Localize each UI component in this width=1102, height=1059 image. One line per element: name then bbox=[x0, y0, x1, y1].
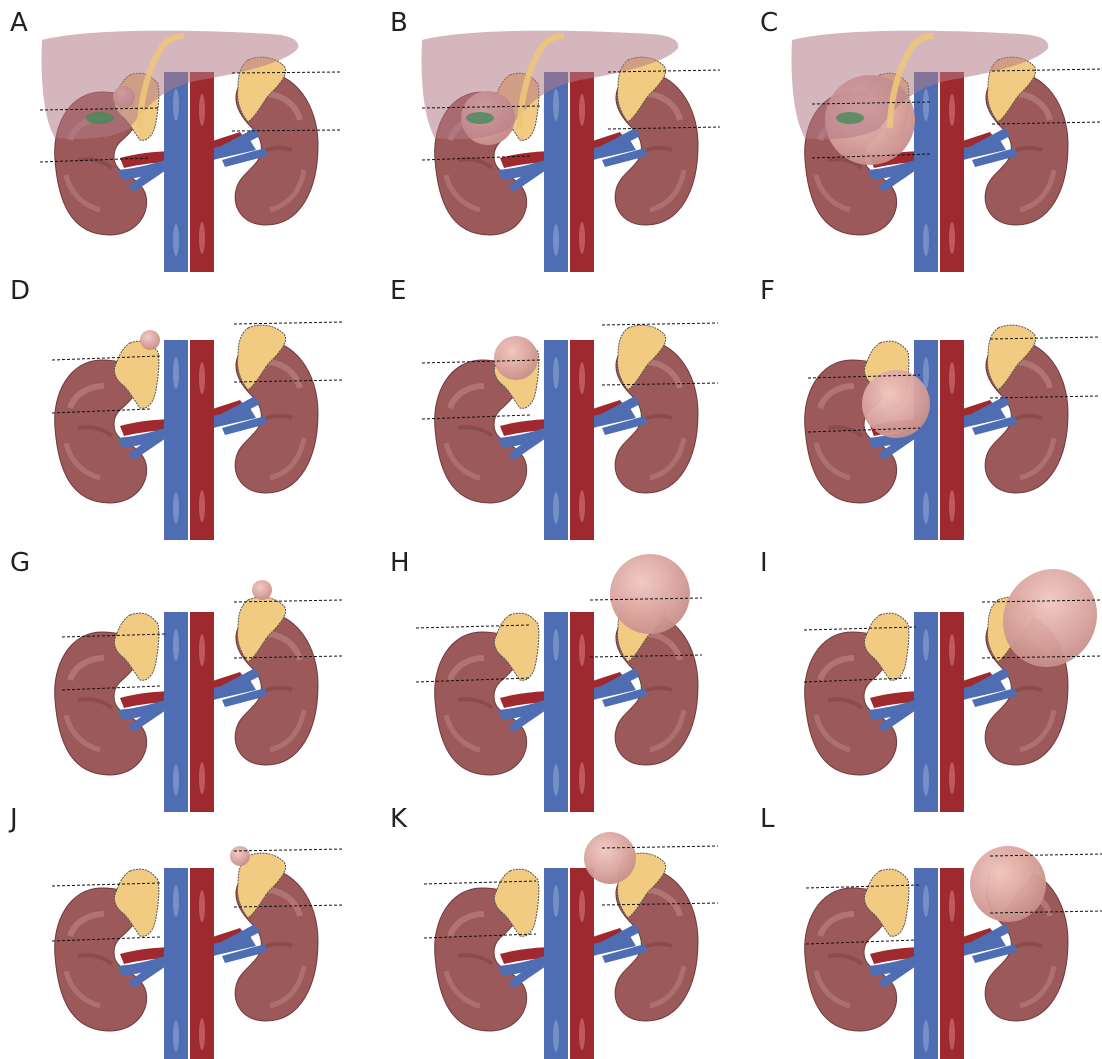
kidneys-vessels-adrenals bbox=[805, 325, 1068, 540]
kidneys-vessels-adrenals bbox=[55, 325, 318, 540]
panel-i: I bbox=[750, 540, 1102, 803]
kidneys-vessels-adrenals bbox=[435, 853, 698, 1059]
adrenal-tumor bbox=[140, 330, 160, 350]
panel-c: C bbox=[750, 0, 1102, 263]
anatomy-diagram bbox=[0, 0, 367, 263]
anatomy-diagram bbox=[750, 796, 1102, 1059]
panel-f: F bbox=[750, 268, 1102, 531]
adrenal-tumor bbox=[584, 832, 636, 884]
panel-g: G bbox=[0, 540, 367, 803]
adrenal-tumor bbox=[252, 580, 272, 600]
panel-d: D bbox=[0, 268, 367, 531]
anatomy-diagram bbox=[0, 796, 367, 1059]
panel-l: L bbox=[750, 796, 1102, 1059]
panel-k: K bbox=[380, 796, 747, 1059]
anatomy-diagram bbox=[0, 268, 367, 531]
anatomy-diagram bbox=[750, 540, 1102, 803]
anatomy-diagram bbox=[380, 796, 747, 1059]
kidneys-vessels-adrenals bbox=[55, 597, 318, 812]
panel-j: J bbox=[0, 796, 367, 1059]
panel-a: A bbox=[0, 0, 367, 263]
panel-e: E bbox=[380, 268, 747, 531]
kidneys-vessels-adrenals bbox=[435, 325, 698, 540]
kidneys-vessels-adrenals bbox=[55, 853, 318, 1059]
adrenal-tumor bbox=[230, 846, 250, 866]
anatomy-diagram bbox=[750, 0, 1102, 263]
anatomy-diagram bbox=[750, 268, 1102, 531]
anatomy-diagram bbox=[0, 540, 367, 803]
anatomy-diagram bbox=[380, 0, 747, 263]
anatomy-diagram bbox=[380, 540, 747, 803]
panel-b: B bbox=[380, 0, 747, 263]
level-line bbox=[602, 323, 718, 325]
level-line bbox=[234, 322, 344, 324]
anatomy-diagram bbox=[380, 268, 747, 531]
adrenal-tumor bbox=[494, 336, 538, 380]
adrenal-tumor bbox=[970, 846, 1046, 922]
level-line bbox=[234, 849, 344, 851]
panel-h: H bbox=[380, 540, 747, 803]
adrenal-tumor bbox=[610, 554, 690, 634]
